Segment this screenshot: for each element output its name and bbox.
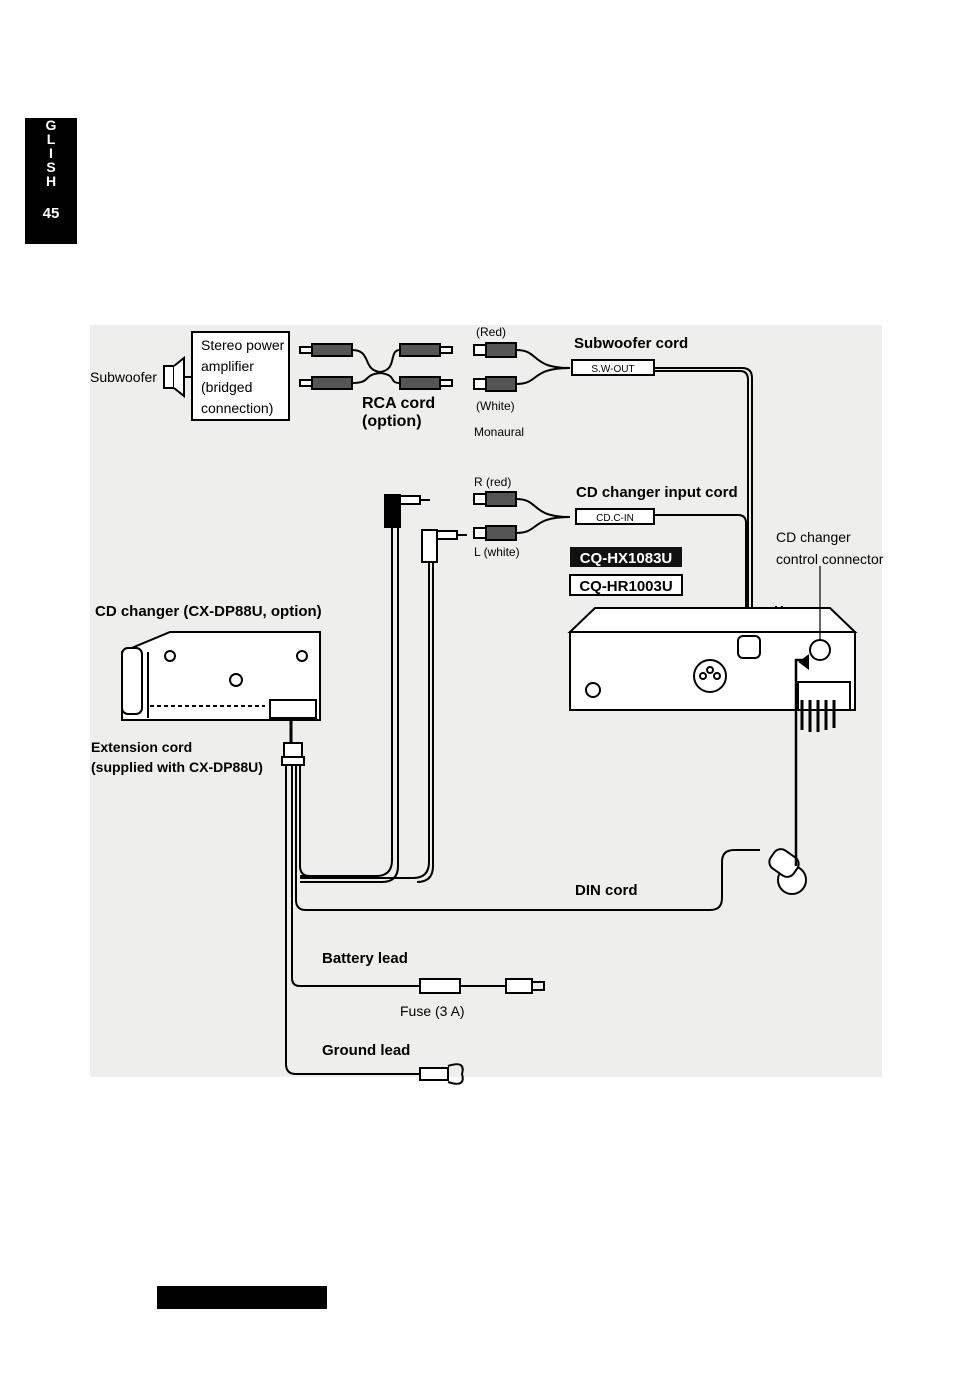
red-label: (Red) [476,325,506,339]
tab-letter: L [46,131,56,147]
rca-cord-label: RCA cord [362,395,435,412]
din-plug-icon [768,654,809,895]
cd-changer-control-label-2: control connector [776,551,884,567]
fuse-holder-icon [419,978,545,994]
amplifier-label-3: (bridged [201,379,252,395]
monaural-label: Monaural [474,425,524,439]
subwoofer-speaker-icon [163,355,192,399]
language-side-tab [25,118,77,244]
r-red-label: R (red) [474,475,511,489]
white-label: (White) [476,399,515,413]
cd-changer-control-connector [809,639,831,661]
tab-letter: G [45,117,57,133]
extension-cord [281,720,760,1075]
model-primary-label: CQ-HX1083U [580,550,673,567]
head-unit [567,607,858,732]
language-tab-letters: G L I S H [25,118,77,188]
cd-changer-input-cord [473,491,747,650]
rca-option-label: (option) [362,413,422,430]
cd-changer-control-label-1: CD changer [776,529,851,545]
subwoofer-cord-label: Subwoofer cord [574,335,688,352]
sw-out-label: S.W-OUT [591,364,634,375]
tab-letter: H [45,173,57,189]
model-secondary-label: CQ-HR1003U [579,578,672,595]
amplifier-label-2: amplifier [201,358,254,374]
fuse-label: Fuse (3 A) [400,1003,465,1019]
amplifier-label-4: connection) [201,400,273,416]
cd-c-in-label: CD.C-IN [596,513,634,524]
battery-lead-label: Battery lead [322,950,408,967]
rca-l-plugs [300,494,467,883]
cd-changer-input-cord-label: CD changer input cord [576,484,738,501]
model-badge-secondary [569,574,683,596]
cd-changer-label: CD changer (CX-DP88U, option) [95,603,322,620]
extension-cord-label-1: Extension cord [91,739,192,755]
ground-lead-label: Ground lead [322,1042,410,1059]
tab-letter: I [49,145,53,161]
model-badge-primary [570,547,682,567]
subwoofer-cord [473,342,753,650]
rca-cord [299,343,453,390]
l-white-label: L (white) [474,545,520,559]
ground-terminal-icon [419,1063,464,1085]
cd-changer-unit [121,631,321,721]
stereo-amplifier-box [191,331,290,421]
subwoofer-label: Subwoofer [90,369,157,385]
extension-cord-label-2: (supplied with CX-DP88U) [91,759,263,775]
page-number: 45 [42,205,60,222]
footer-bar [157,1286,327,1309]
tab-letter: S [46,159,56,175]
din-cord-label: DIN cord [575,882,638,899]
amplifier-label-1: Stereo power [201,337,285,353]
